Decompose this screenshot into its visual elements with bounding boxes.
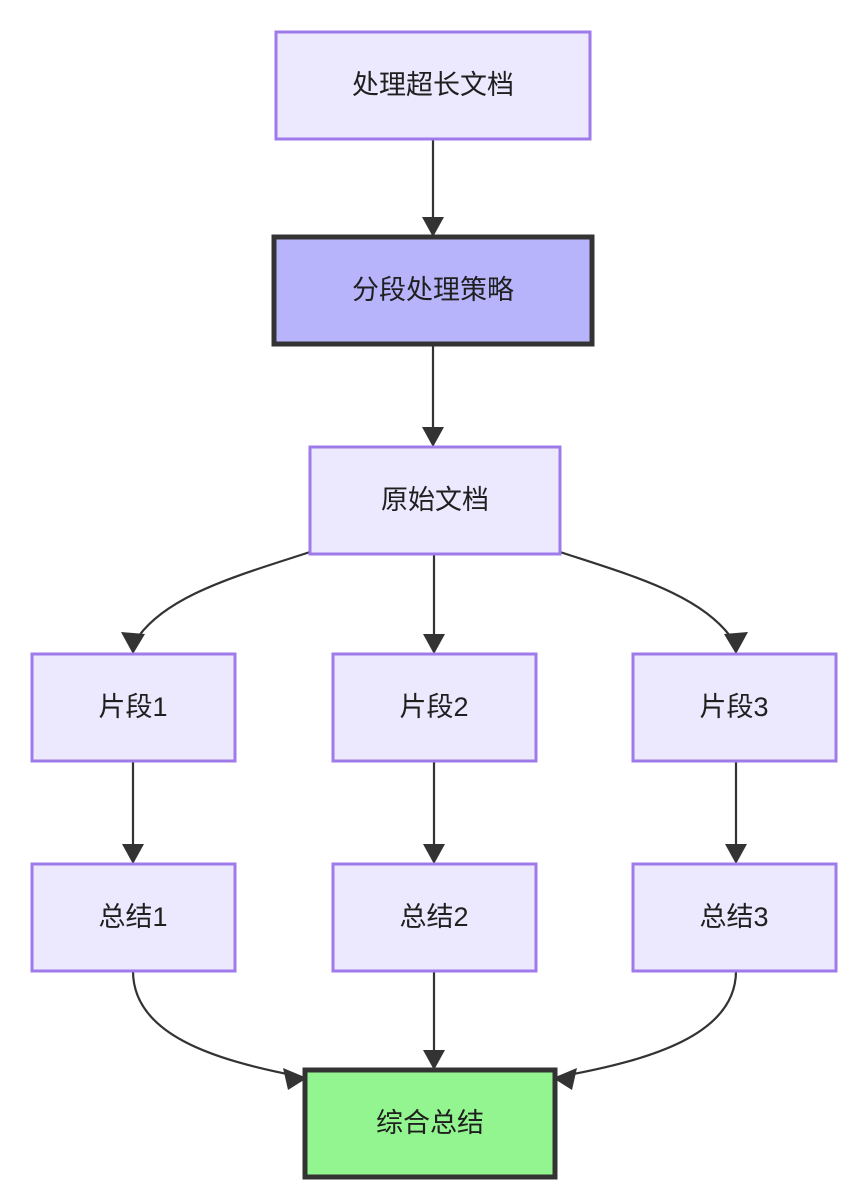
arrowhead-right-icon <box>283 1068 307 1090</box>
node-box[interactable] <box>274 30 592 141</box>
node-box[interactable] <box>271 234 595 347</box>
node-layer: 处理超长文档 分段处理策略 原始文档 片段1 片段2 片段3 <box>30 30 838 1180</box>
node-fragment-3[interactable]: 片段3 <box>631 652 838 763</box>
node-final-summary[interactable]: 综合总结 <box>302 1067 558 1180</box>
node-label: 片段3 <box>699 692 768 722</box>
node-chunking-strategy[interactable]: 分段处理策略 <box>271 234 595 347</box>
arrowhead-down-icon <box>422 427 444 447</box>
arrowhead-down-icon <box>422 217 444 237</box>
node-label: 总结2 <box>399 902 468 932</box>
arrowhead-down-icon <box>423 634 445 654</box>
node-label: 片段1 <box>98 692 167 722</box>
node-summary-3[interactable]: 总结3 <box>631 862 838 973</box>
node-label: 总结3 <box>699 902 768 932</box>
arrowhead-left-icon <box>553 1068 577 1090</box>
node-label: 总结1 <box>98 902 167 932</box>
edge-n8-n10 <box>423 971 445 1070</box>
edge-n3-n6 <box>559 550 748 654</box>
node-process-long-document[interactable]: 处理超长文档 <box>274 30 592 141</box>
node-summary-2[interactable]: 总结2 <box>331 862 538 973</box>
node-box[interactable] <box>331 652 538 763</box>
arrowhead-down-icon <box>121 632 145 654</box>
arrowhead-down-icon <box>724 632 748 654</box>
edge-path <box>559 550 737 646</box>
edge-n6-n9 <box>725 761 747 864</box>
edge-n2-n3 <box>422 344 444 447</box>
node-box[interactable] <box>308 445 562 556</box>
node-label: 原始文档 <box>381 485 489 515</box>
arrowhead-down-icon <box>423 1050 445 1070</box>
edge-path <box>131 970 298 1078</box>
node-box[interactable] <box>331 862 538 973</box>
node-label: 处理超长文档 <box>352 70 514 100</box>
node-box[interactable] <box>631 652 838 763</box>
node-box[interactable] <box>30 862 237 973</box>
edge-n1-n2 <box>422 139 444 237</box>
edge-n7-n10 <box>131 970 307 1090</box>
node-fragment-1[interactable]: 片段1 <box>30 652 237 763</box>
node-label: 分段处理策略 <box>352 275 514 305</box>
edge-n4-n7 <box>122 761 144 864</box>
arrowhead-down-icon <box>725 844 747 864</box>
node-fragment-2[interactable]: 片段2 <box>331 652 538 763</box>
edge-n3-n4 <box>121 550 311 654</box>
edge-path <box>562 970 738 1078</box>
arrowhead-down-icon <box>423 844 445 864</box>
arrowhead-down-icon <box>122 844 144 864</box>
edge-n9-n10 <box>553 970 738 1090</box>
node-summary-1[interactable]: 总结1 <box>30 862 237 973</box>
edge-n3-n5 <box>423 554 445 654</box>
node-box[interactable] <box>302 1067 558 1180</box>
node-original-document[interactable]: 原始文档 <box>308 445 562 556</box>
node-box[interactable] <box>631 862 838 973</box>
node-label: 综合总结 <box>376 1108 484 1138</box>
edge-path <box>132 550 311 646</box>
edge-layer <box>121 139 748 1090</box>
edge-n5-n8 <box>423 761 445 864</box>
node-label: 片段2 <box>399 692 468 722</box>
node-box[interactable] <box>30 652 237 763</box>
